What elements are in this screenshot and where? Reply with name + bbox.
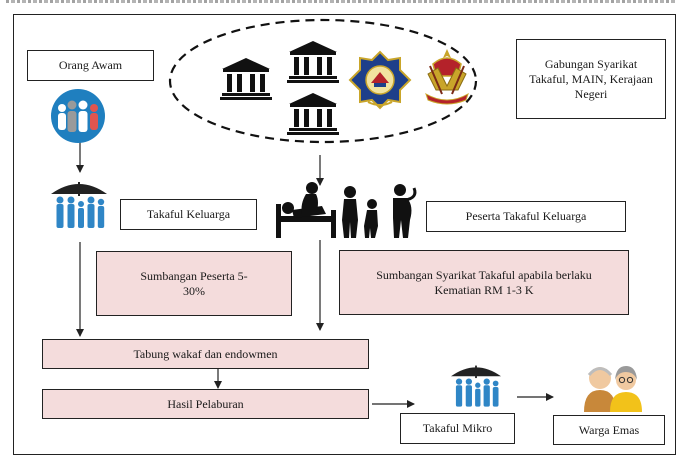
node-hasil-pelaburan: Hasil Pelaburan	[42, 389, 369, 419]
royal-crest-emblem-icon	[425, 49, 469, 105]
node-orang-awam: Orang Awam	[27, 50, 154, 81]
diagram-frame	[13, 14, 676, 455]
node-takaful-mikro: Takaful Mikro	[400, 413, 515, 444]
family-under-umbrella-icon	[51, 182, 107, 228]
cropped-caption-strip	[0, 0, 681, 7]
node-gabungan: Gabungan Syarikat Takaful, MAIN, Kerajaa…	[516, 39, 666, 119]
node-tabung-wakaf: Tabung wakaf dan endowmen	[42, 339, 369, 369]
bank-building-icon	[287, 93, 339, 135]
people-group-icon	[51, 89, 105, 143]
bank-building-icon	[220, 58, 272, 100]
node-sumbangan-syarikat: Sumbangan Syarikat Takaful apabila berla…	[339, 250, 629, 315]
state-crest-emblem-icon	[348, 50, 412, 110]
caregiving-family-icon	[276, 182, 417, 238]
elderly-couple-icon	[584, 366, 642, 412]
node-warga-emas: Warga Emas	[553, 415, 665, 445]
node-takaful-keluarga: Takaful Keluarga	[120, 199, 257, 230]
family-under-umbrella-icon	[451, 365, 501, 407]
institutions-ellipse	[168, 18, 478, 144]
node-peserta-takaful-keluarga: Peserta Takaful Keluarga	[426, 201, 626, 232]
bank-building-icon	[287, 41, 339, 83]
node-sumbangan-peserta: Sumbangan Peserta 5-30%	[96, 251, 292, 316]
